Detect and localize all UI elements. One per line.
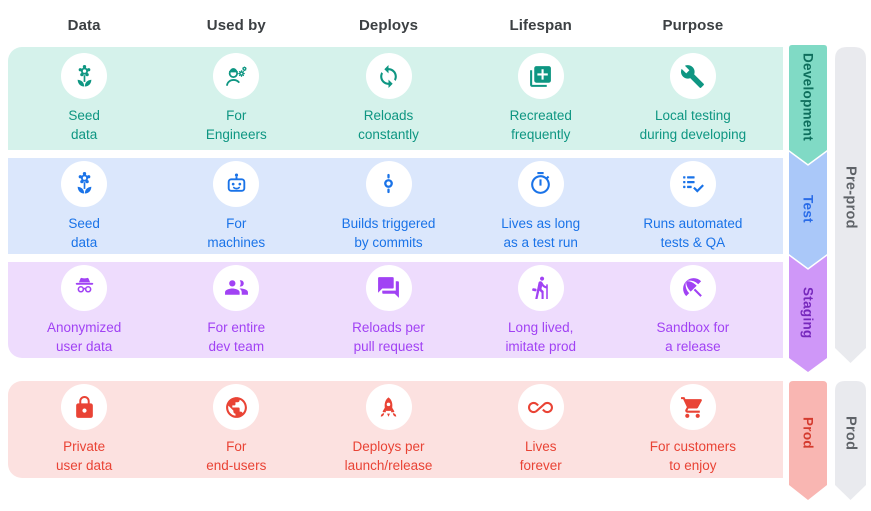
seed-icon	[61, 160, 108, 207]
prod-group-ribbon-shape	[835, 381, 866, 500]
cell-test-used-by: For machines	[160, 158, 312, 254]
prod-ribbon-label: Prod	[800, 417, 816, 449]
column-header-purpose: Purpose	[662, 17, 724, 34]
cell-label: Private user data	[55, 439, 113, 473]
cell-label: For customers to enjoy	[649, 439, 737, 473]
cell-label: Lives as long as a test run	[501, 215, 581, 250]
seed-icon	[61, 53, 108, 99]
engineer-icon	[213, 53, 260, 99]
cell-staging-used-by: For entire dev team	[160, 262, 312, 358]
development-ribbon-label: Development	[800, 53, 816, 142]
cell-test-lifespan: Lives as long as a test run	[465, 158, 617, 254]
sync-icon	[365, 53, 412, 99]
cell-prod-lifespan: Lives forever	[465, 381, 617, 478]
cell-development-deploys: Reloads constantly	[312, 47, 464, 150]
cell-label: Lives forever	[519, 439, 562, 473]
cell-label: Reloads constantly	[358, 108, 419, 142]
cell-label: For end-users	[206, 439, 267, 473]
cell-label: Long lived, imitate prod	[505, 319, 576, 354]
row-prod: Private user data For end-users Deploys …	[8, 381, 783, 478]
group-icon	[213, 264, 260, 311]
column-header-lifespan: Lifespan	[509, 17, 572, 34]
cell-label: Anonymized user data	[46, 319, 122, 354]
cell-label: Reloads per pull request	[352, 319, 425, 354]
cell-prod-data: Private user data	[8, 381, 160, 478]
cell-prod-used-by: For end-users	[160, 381, 312, 478]
cell-development-lifespan: Recreated frequently	[465, 47, 617, 150]
cell-label: For machines	[207, 215, 266, 250]
cell-staging-purpose: Sandbox for a release	[617, 262, 769, 358]
cell-label: Sandbox for a release	[656, 319, 730, 354]
row-test: Seed data For machines Builds triggered …	[8, 158, 783, 254]
checklist-icon	[669, 160, 716, 207]
column-header-data: Data	[67, 17, 101, 34]
test-ribbon-label: Test	[800, 195, 816, 223]
cell-development-purpose: Local testing during developing	[617, 47, 769, 150]
lock-icon	[61, 384, 108, 430]
preprod-group-ribbon-shape	[835, 47, 866, 363]
cell-staging-lifespan: Long lived, imitate prod	[465, 262, 617, 358]
cell-label: Builds triggered by commits	[341, 215, 436, 250]
cell-staging-deploys: Reloads per pull request	[312, 262, 464, 358]
cell-test-deploys: Builds triggered by commits	[312, 158, 464, 254]
cell-development-data: Seed data	[8, 47, 160, 150]
cell-label: Recreated frequently	[509, 108, 572, 142]
prod-group-ribbon-label: Prod	[842, 415, 859, 451]
chat-icon	[365, 264, 412, 311]
column-header-used-by: Used by	[206, 17, 266, 34]
rocket-icon	[365, 384, 412, 430]
cell-label: Runs automated tests & QA	[643, 215, 743, 250]
incognito-icon	[61, 264, 108, 311]
row-staging: Anonymized user data For entire dev team…	[8, 262, 783, 358]
cell-label: For Engineers	[205, 108, 267, 142]
umbrella-icon	[669, 264, 716, 311]
cell-test-purpose: Runs automated tests & QA	[617, 158, 769, 254]
cell-label: Deploys per launch/release	[344, 439, 433, 473]
cell-label: Local testing during developing	[639, 108, 747, 142]
preprod-group-ribbon-label: Pre-prod	[842, 166, 859, 229]
cell-prod-deploys: Deploys per launch/release	[312, 381, 464, 478]
staging-ribbon-label: Staging	[800, 287, 816, 339]
stage-ribbons-graphic	[789, 45, 866, 500]
wrench-icon	[669, 53, 716, 99]
hiking-icon	[517, 264, 564, 311]
cell-staging-data: Anonymized user data	[8, 262, 160, 358]
cell-label: Seed data	[68, 108, 100, 142]
cell-test-data: Seed data	[8, 158, 160, 254]
commit-icon	[365, 160, 412, 207]
cell-development-used-by: For Engineers	[160, 47, 312, 150]
prod-ribbon-shape	[789, 381, 827, 500]
row-development: Seed data For Engineers Reloads constant…	[8, 47, 783, 150]
cart-icon	[669, 384, 716, 430]
column-header-deploys: Deploys	[358, 17, 419, 34]
cell-label: For entire dev team	[207, 319, 266, 354]
cell-prod-purpose: For customers to enjoy	[617, 381, 769, 478]
development-ribbon-shape	[789, 45, 829, 166]
globe-icon	[213, 384, 260, 430]
column-headers: Data Used by Deploys Lifespan Purpose	[8, 17, 783, 34]
cell-label: Seed data	[68, 215, 100, 250]
library-add-icon	[517, 53, 564, 99]
timer-icon	[517, 160, 564, 207]
infinity-icon	[517, 384, 564, 430]
robot-icon	[213, 160, 260, 207]
